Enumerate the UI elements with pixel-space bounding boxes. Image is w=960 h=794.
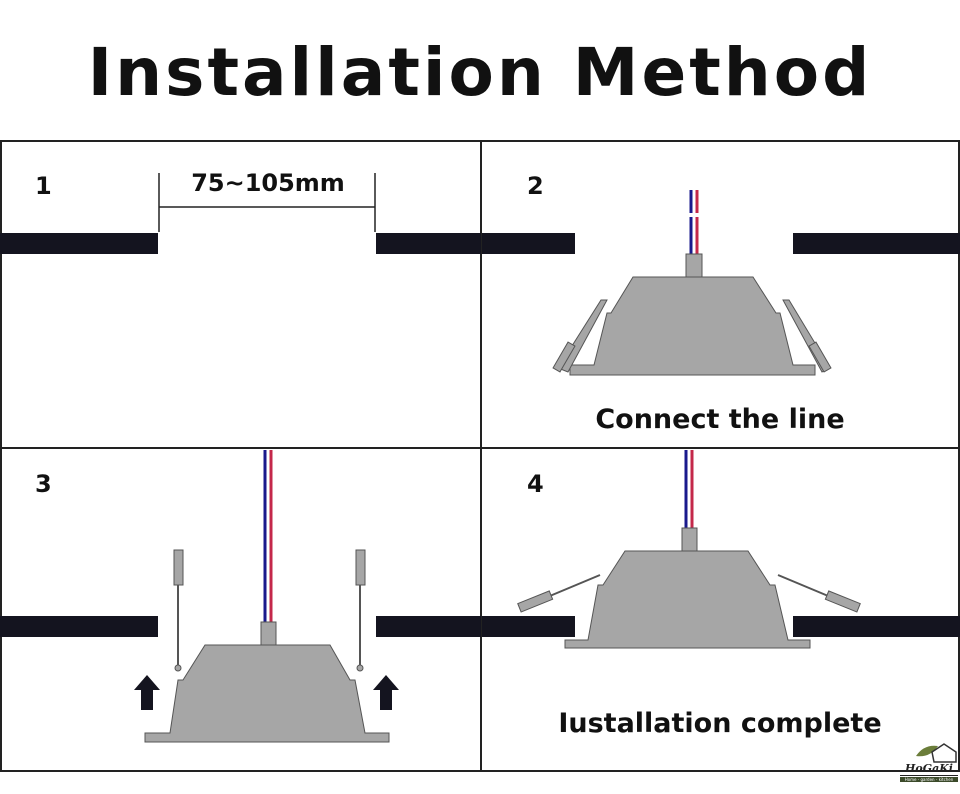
step-number-1: 1 (35, 172, 52, 200)
page-title: Installation Method (87, 34, 873, 111)
panel-1: 1 75~105mm (0, 169, 481, 254)
logo-house-icon (916, 743, 957, 763)
dimension-line (158, 173, 376, 232)
caption-connect: Connect the line (595, 404, 844, 435)
panel-3: 3 (0, 450, 481, 743)
downlight (552, 253, 832, 376)
panel-4: 4 Iustallation complete (482, 450, 960, 739)
downlight (517, 527, 861, 649)
step-number-3: 3 (35, 470, 52, 498)
arrow-up-icon (373, 675, 399, 710)
ceiling-left (0, 233, 158, 254)
brand-logo: HoGaKi Home - garden - kitchen (900, 762, 958, 782)
panel-2: 2 Connect the line (482, 172, 960, 435)
wires (686, 190, 702, 254)
step-number-4: 4 (527, 470, 544, 498)
arrow-up-icon (134, 675, 160, 710)
cutout-dimension: 75~105mm (191, 169, 345, 197)
downlight (144, 549, 390, 743)
step-number-2: 2 (527, 172, 544, 200)
caption-complete: Iustallation complete (558, 708, 881, 739)
ceiling-right (376, 233, 481, 254)
